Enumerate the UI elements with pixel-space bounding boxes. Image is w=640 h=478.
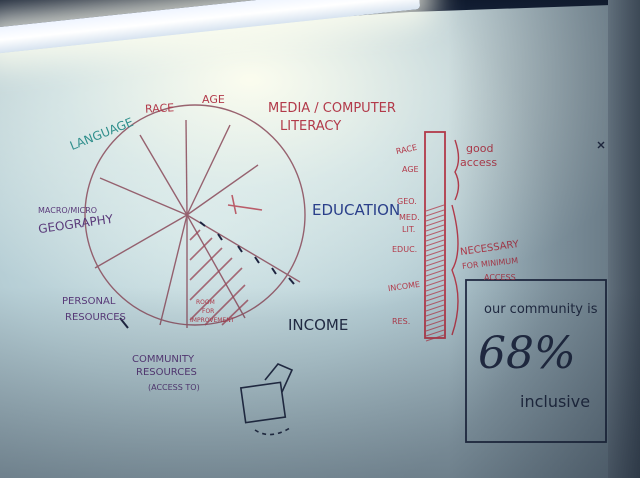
good-access-bracket [454, 139, 460, 201]
bar-label-geo: GEO. [397, 197, 417, 206]
callout-box [465, 279, 607, 443]
bar-hatch-line [425, 304, 445, 312]
bar-hatch-line [425, 254, 445, 262]
bar-hatch-line [425, 329, 445, 337]
bar-hatch-line [425, 244, 445, 252]
label-access-to: (ACCESS TO) [148, 383, 200, 392]
hatched-slice [189, 229, 249, 326]
bar-hatch-line [425, 334, 445, 342]
pie-circle [84, 104, 306, 326]
bar-hatch-line [425, 294, 445, 302]
bar-hatch-line [425, 234, 445, 242]
bar-label-lit: LIT. [402, 225, 416, 234]
label-age: AGE [202, 93, 225, 106]
bar-hatch-line [425, 274, 445, 282]
wall-edge [608, 0, 640, 478]
callout-line3: inclusive [520, 392, 591, 411]
access-bar [424, 131, 446, 342]
note-access-2: ACCESS [484, 273, 516, 282]
bar-hatch-line [425, 214, 445, 222]
label-media: MEDIA / COMPUTER [268, 101, 396, 116]
label-for: FOR [202, 308, 215, 315]
label-education: EDUCATION [312, 201, 401, 219]
callout-percent: 68% [478, 328, 576, 379]
bar-hatch-line [425, 259, 445, 267]
necessary-bracket [451, 204, 459, 336]
label-race: RACE [144, 101, 175, 116]
label-community: COMMUNITY [132, 354, 195, 365]
callout-line1: our community is [484, 302, 598, 317]
bar-hatch-line [425, 279, 445, 287]
bar-hatch-line [425, 269, 445, 277]
bar-hatch-line [425, 284, 445, 292]
bar-hatch-line [425, 319, 445, 327]
bar-hatch-line [425, 224, 445, 232]
note-good: good [466, 142, 494, 155]
bar-hatch-line [425, 249, 445, 257]
bar-hatch-line [425, 314, 445, 322]
bar-hatch-line [425, 239, 445, 247]
bar-label-age: AGE [402, 165, 419, 174]
bar-hatch-line [425, 324, 445, 332]
label-room: ROOM [196, 299, 215, 306]
bar-hatch-line [425, 309, 445, 317]
label-community-resources: RESOURCES [136, 367, 197, 378]
bar-hatch-line [425, 299, 445, 307]
label-macro-micro: MACRO/MICRO [38, 206, 98, 215]
bar-label-educ: EDUC. [392, 245, 418, 254]
bar-hatch-line [425, 204, 445, 212]
bar-hatch-line [425, 219, 445, 227]
bar-label-res: RES. [392, 317, 411, 326]
label-personal: PERSONAL [62, 296, 116, 307]
bar-hatch-line [425, 264, 445, 272]
boundary-dashes [119, 221, 295, 329]
label-personal-resources: RESOURCES [65, 312, 126, 323]
bar-hatch-line [425, 289, 445, 297]
bar-hatch-line [425, 229, 445, 237]
note-access: access [460, 156, 498, 169]
bar-hatch-line [425, 209, 445, 217]
label-improvement: IMPROVEMENT [190, 317, 235, 324]
sketch-doodle [239, 363, 294, 436]
bar-label-med: MED. [399, 213, 420, 222]
label-income: INCOME [288, 316, 349, 334]
label-literacy: LITERACY [280, 119, 342, 134]
